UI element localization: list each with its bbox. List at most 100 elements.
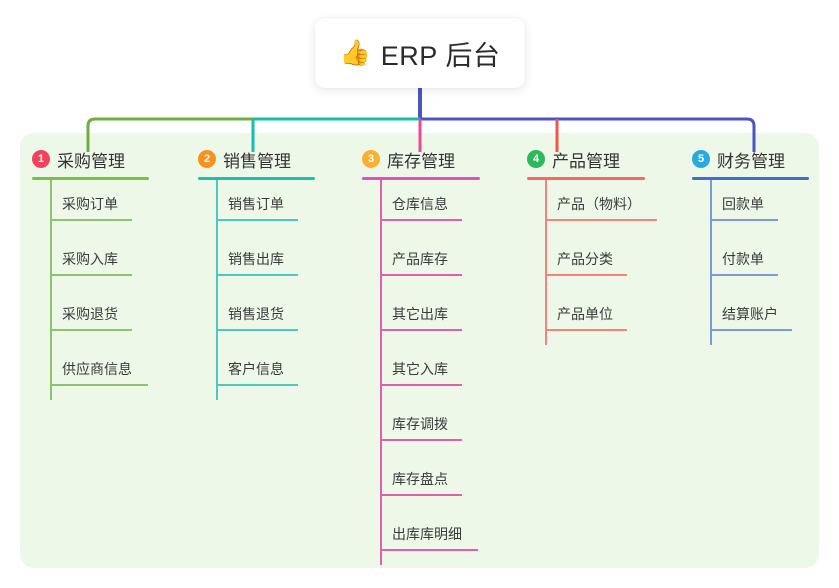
column-title: 采购管理 (57, 151, 125, 171)
column-销售管理: 2 销售管理销售订单销售出库销售退货客户信息 (198, 146, 315, 400)
leaf-label: 供应商信息 (62, 361, 132, 377)
leaf-node[interactable]: 库存调拨 (362, 400, 480, 455)
leaf-node[interactable]: 销售退货 (198, 290, 315, 345)
leaf-underline (545, 274, 627, 276)
leaf-node[interactable]: 其它入库 (362, 345, 480, 400)
leaf-label: 销售订单 (228, 196, 284, 212)
leaf-node[interactable]: 采购退货 (32, 290, 149, 345)
leaf-underline (710, 274, 778, 276)
column-库存管理: 3 库存管理仓库信息产品库存其它出库其它入库库存调拨库存盘点出库库明细 (362, 146, 480, 565)
leaf-node[interactable]: 结算账户 (692, 290, 809, 345)
column-header[interactable]: 2 销售管理 (198, 146, 315, 172)
column-header[interactable]: 4 产品管理 (527, 146, 645, 172)
column-underline (692, 177, 809, 180)
leaf-underline (216, 384, 298, 386)
leaf-underline (380, 274, 462, 276)
column-items: 产品（物料） 产品分类产品单位 (527, 180, 657, 345)
column-title: 产品管理 (552, 151, 620, 171)
leaf-label: 仓库信息 (392, 196, 448, 212)
leaf-underline (50, 274, 132, 276)
leaf-underline (380, 329, 462, 331)
column-header[interactable]: 1 采购管理 (32, 146, 149, 172)
leaf-node[interactable]: 采购入库 (32, 235, 149, 290)
leaf-underline (710, 219, 778, 221)
column-items: 销售订单销售出库销售退货客户信息 (198, 180, 315, 400)
leaf-underline (710, 329, 792, 331)
leaf-node[interactable]: 客户信息 (198, 345, 315, 400)
leaf-node[interactable]: 产品库存 (362, 235, 480, 290)
leaf-label: 库存盘点 (392, 471, 448, 487)
leaf-underline (50, 219, 132, 221)
leaf-label: 结算账户 (722, 306, 778, 322)
thumbs-up-icon: 👍 (339, 38, 371, 67)
leaf-underline (380, 384, 462, 386)
column-title: 财务管理 (717, 151, 785, 171)
column-index-badge: 1 (32, 150, 50, 168)
column-items: 采购订单采购入库采购退货供应商信息 (32, 180, 149, 400)
leaf-label: 产品单位 (557, 306, 613, 322)
leaf-label: 销售退货 (228, 306, 284, 322)
leaf-underline (50, 329, 132, 331)
column-underline (362, 177, 480, 180)
leaf-underline (216, 329, 298, 331)
leaf-node[interactable]: 付款单 (692, 235, 809, 290)
column-spine (545, 180, 547, 345)
column-underline (32, 177, 149, 180)
column-spine (380, 180, 382, 565)
leaf-underline (380, 494, 462, 496)
leaf-label: 出库库明细 (392, 526, 462, 542)
leaf-node[interactable]: 供应商信息 (32, 345, 149, 400)
leaf-node[interactable]: 回款单 (692, 180, 809, 235)
column-index-badge: 4 (527, 150, 545, 168)
leaf-node[interactable]: 其它出库 (362, 290, 480, 345)
column-header[interactable]: 3 库存管理 (362, 146, 480, 172)
leaf-label: 产品分类 (557, 251, 613, 267)
leaf-node[interactable]: 出库库明细 (362, 510, 480, 565)
leaf-node[interactable]: 产品分类 (527, 235, 645, 290)
leaf-underline (380, 219, 462, 221)
leaf-label: 产品（物料） (557, 196, 641, 212)
leaf-label: 其它出库 (392, 306, 448, 322)
root-title: ERP 后台 (380, 40, 501, 71)
column-items: 仓库信息产品库存其它出库其它入库库存调拨库存盘点出库库明细 (362, 180, 480, 565)
column-spine (710, 180, 712, 345)
root-node[interactable]: 👍 ERP 后台 (315, 18, 525, 88)
leaf-label: 其它入库 (392, 361, 448, 377)
column-spine (216, 180, 218, 400)
column-header[interactable]: 5 财务管理 (692, 146, 809, 172)
leaf-label: 库存调拨 (392, 416, 448, 432)
leaf-label: 销售出库 (228, 251, 284, 267)
column-采购管理: 1 采购管理采购订单采购入库采购退货供应商信息 (32, 146, 149, 400)
leaf-node[interactable]: 库存盘点 (362, 455, 480, 510)
column-index-badge: 2 (198, 150, 216, 168)
column-underline (527, 177, 645, 180)
leaf-label: 付款单 (722, 251, 764, 267)
column-title: 销售管理 (223, 151, 291, 171)
column-index-badge: 3 (362, 150, 380, 168)
leaf-underline (380, 549, 478, 551)
column-title: 库存管理 (387, 151, 455, 171)
column-产品管理: 4 产品管理产品（物料） 产品分类产品单位 (527, 146, 657, 345)
leaf-node[interactable]: 产品单位 (527, 290, 645, 345)
leaf-label: 采购退货 (62, 306, 118, 322)
column-财务管理: 5 财务管理回款单付款单结算账户 (692, 146, 809, 345)
leaf-label: 采购入库 (62, 251, 118, 267)
leaf-underline (545, 329, 627, 331)
leaf-label: 采购订单 (62, 196, 118, 212)
column-index-badge: 5 (692, 150, 710, 168)
leaf-node[interactable]: 销售出库 (198, 235, 315, 290)
leaf-underline (216, 219, 298, 221)
leaf-underline (545, 219, 657, 221)
leaf-label: 回款单 (722, 196, 764, 212)
leaf-node[interactable]: 采购订单 (32, 180, 149, 235)
column-spine (50, 180, 52, 400)
leaf-node[interactable]: 仓库信息 (362, 180, 480, 235)
leaf-node[interactable]: 销售订单 (198, 180, 315, 235)
leaf-label: 产品库存 (392, 251, 448, 267)
column-items: 回款单付款单结算账户 (692, 180, 809, 345)
leaf-underline (380, 439, 462, 441)
leaf-node[interactable]: 产品（物料） (527, 180, 657, 235)
column-underline (198, 177, 315, 180)
